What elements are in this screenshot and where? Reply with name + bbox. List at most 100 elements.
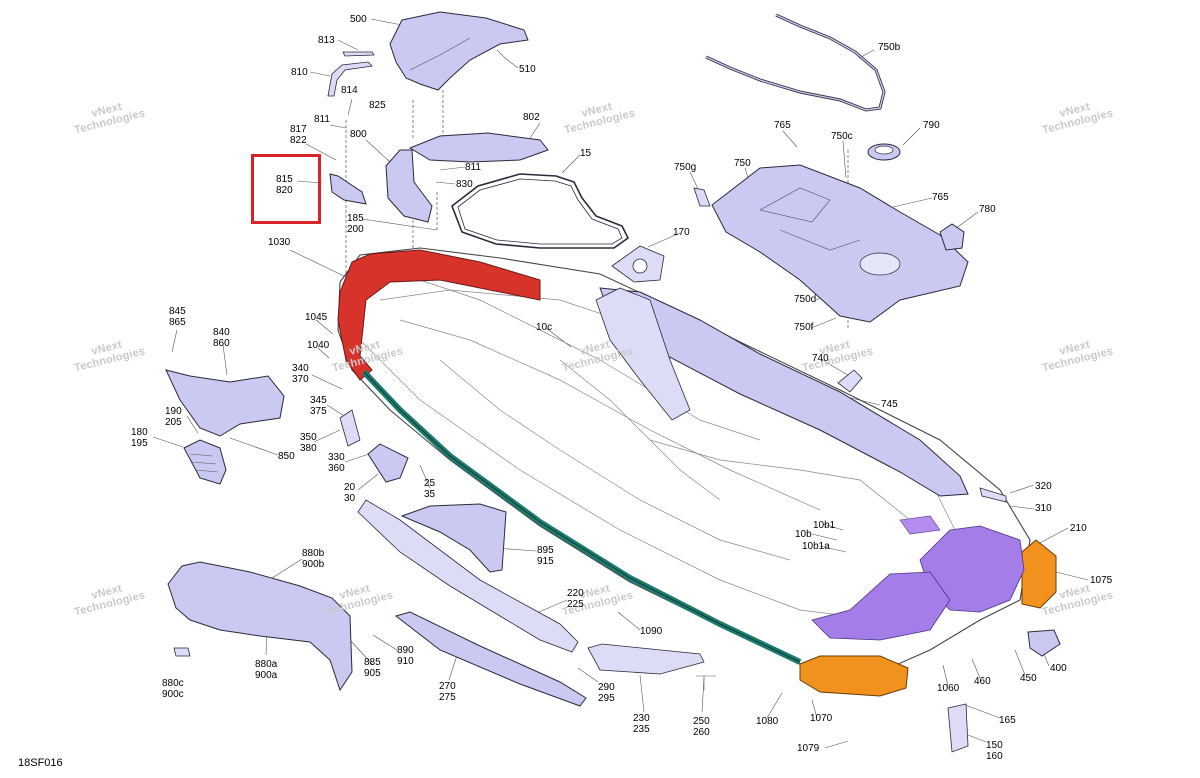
callout-750[interactable]: 750 [734, 158, 751, 169]
callout-10b1a[interactable]: 10b1a [802, 541, 830, 552]
part-220-strip [357, 499, 579, 653]
callout-817-822[interactable]: 817 822 [290, 124, 307, 146]
callout-10c[interactable]: 10c [536, 322, 553, 333]
callout-1060[interactable]: 1060 [937, 683, 960, 694]
part-350-bracket [339, 409, 361, 447]
callout-320[interactable]: 320 [1035, 481, 1052, 492]
callout-1079[interactable]: 1079 [797, 743, 820, 754]
part-895-panel [400, 503, 507, 573]
callout-15[interactable]: 15 [580, 148, 592, 159]
callout-20-30[interactable]: 20 30 [344, 482, 356, 504]
callout-850[interactable]: 850 [278, 451, 295, 462]
callout-825[interactable]: 825 [369, 100, 386, 111]
part-15-gasket [451, 173, 630, 249]
callout-815-820[interactable]: 815 820 [276, 174, 293, 196]
callout-813[interactable]: 813 [318, 35, 335, 46]
callout-510[interactable]: 510 [519, 64, 536, 75]
callout-350-380[interactable]: 350 380 [300, 432, 317, 454]
callout-750d[interactable]: 750d [794, 294, 817, 305]
callout-811-right[interactable]: 811 [465, 162, 481, 173]
callout-802[interactable]: 802 [523, 112, 540, 123]
callout-810[interactable]: 810 [291, 67, 308, 78]
callout-830[interactable]: 830 [456, 179, 473, 190]
callout-845-865[interactable]: 845 865 [169, 306, 186, 328]
callout-340-370[interactable]: 340 370 [292, 363, 309, 385]
part-400-bracket [1027, 629, 1061, 657]
part-880-panel [167, 561, 353, 692]
callout-270-275[interactable]: 270 275 [439, 681, 456, 703]
callout-811-left[interactable]: 811 [314, 114, 330, 125]
callout-890-910[interactable]: 890 910 [397, 645, 414, 667]
part-1030-bumper [337, 249, 541, 381]
part-210-bumper [1021, 539, 1057, 609]
part-815-trim [329, 173, 367, 205]
part-1070-bumper [799, 655, 909, 697]
part-750-tray [711, 164, 969, 323]
part-802-panel [408, 132, 549, 163]
part-810-handle [327, 61, 373, 97]
callout-745[interactable]: 745 [881, 399, 898, 410]
callout-840-860[interactable]: 840 860 [213, 327, 230, 349]
callout-10b[interactable]: 10b [795, 529, 812, 540]
callout-460[interactable]: 460 [974, 676, 991, 687]
callout-1030[interactable]: 1030 [268, 237, 291, 248]
callout-750g[interactable]: 750g [674, 162, 697, 173]
callout-800[interactable]: 800 [350, 129, 367, 140]
callout-450[interactable]: 450 [1020, 673, 1037, 684]
part-270-strip [394, 611, 587, 707]
callout-880b-900b[interactable]: 880b 900b [302, 548, 325, 570]
callout-345-375[interactable]: 345 375 [310, 395, 327, 417]
callout-190-205[interactable]: 190 205 [165, 406, 182, 428]
callout-750c[interactable]: 750c [831, 131, 853, 142]
part-780-block [939, 223, 965, 251]
callout-790[interactable]: 790 [923, 120, 940, 131]
callout-310[interactable]: 310 [1035, 503, 1052, 514]
callout-750b[interactable]: 750b [878, 42, 901, 53]
callout-880c-900c[interactable]: 880c 900c [162, 678, 184, 700]
callout-1040[interactable]: 1040 [307, 340, 330, 351]
callout-1090[interactable]: 1090 [640, 626, 663, 637]
part-deck-pad-left [811, 571, 951, 641]
callout-330-360[interactable]: 330 360 [328, 452, 345, 474]
callout-210[interactable]: 210 [1070, 523, 1087, 534]
callout-765-right[interactable]: 765 [932, 192, 949, 203]
callout-1075[interactable]: 1075 [1090, 575, 1113, 586]
callout-885-905[interactable]: 885 905 [364, 657, 381, 679]
callout-1045[interactable]: 1045 [305, 312, 328, 323]
part-750b-cable [705, 13, 886, 112]
selected-part-highlight[interactable] [251, 154, 321, 224]
callout-185-200[interactable]: 185 200 [347, 213, 364, 235]
callout-750f[interactable]: 750f [794, 322, 814, 333]
callout-895-915[interactable]: 895 915 [537, 545, 554, 567]
callout-230-235[interactable]: 230 235 [633, 713, 650, 735]
callout-10b1[interactable]: 10b1 [813, 520, 836, 531]
diagram-code: 18SF016 [18, 757, 63, 769]
callout-740[interactable]: 740 [812, 353, 829, 364]
part-740-bracket [837, 369, 863, 393]
callout-170[interactable]: 170 [673, 227, 690, 238]
part-840-panel [165, 369, 285, 437]
part-800-bracket [385, 149, 433, 223]
callout-290-295[interactable]: 290 295 [598, 682, 615, 704]
callout-250-260[interactable]: 250 260 [693, 716, 710, 738]
callout-500[interactable]: 500 [350, 14, 367, 25]
callout-400[interactable]: 400 [1050, 663, 1067, 674]
part-gunwale [599, 287, 969, 497]
callout-814[interactable]: 814 [341, 85, 358, 96]
callout-765-top[interactable]: 765 [774, 120, 791, 131]
callout-780[interactable]: 780 [979, 204, 996, 215]
part-750g-clip [693, 187, 711, 207]
part-180-vent [183, 439, 227, 485]
callout-1080[interactable]: 1080 [756, 716, 779, 727]
part-500-cover [389, 11, 529, 91]
callout-25-35[interactable]: 25 35 [424, 478, 436, 500]
part-10c-panel [595, 287, 691, 421]
callout-1070[interactable]: 1070 [810, 713, 833, 724]
part-880c-clip [173, 647, 191, 657]
callout-220-225[interactable]: 220 225 [567, 588, 584, 610]
callout-880a-900a[interactable]: 880a 900a [255, 659, 278, 681]
callout-180-195[interactable]: 180 195 [131, 427, 148, 449]
callout-150-160[interactable]: 150 160 [986, 740, 1003, 762]
callout-165[interactable]: 165 [999, 715, 1016, 726]
